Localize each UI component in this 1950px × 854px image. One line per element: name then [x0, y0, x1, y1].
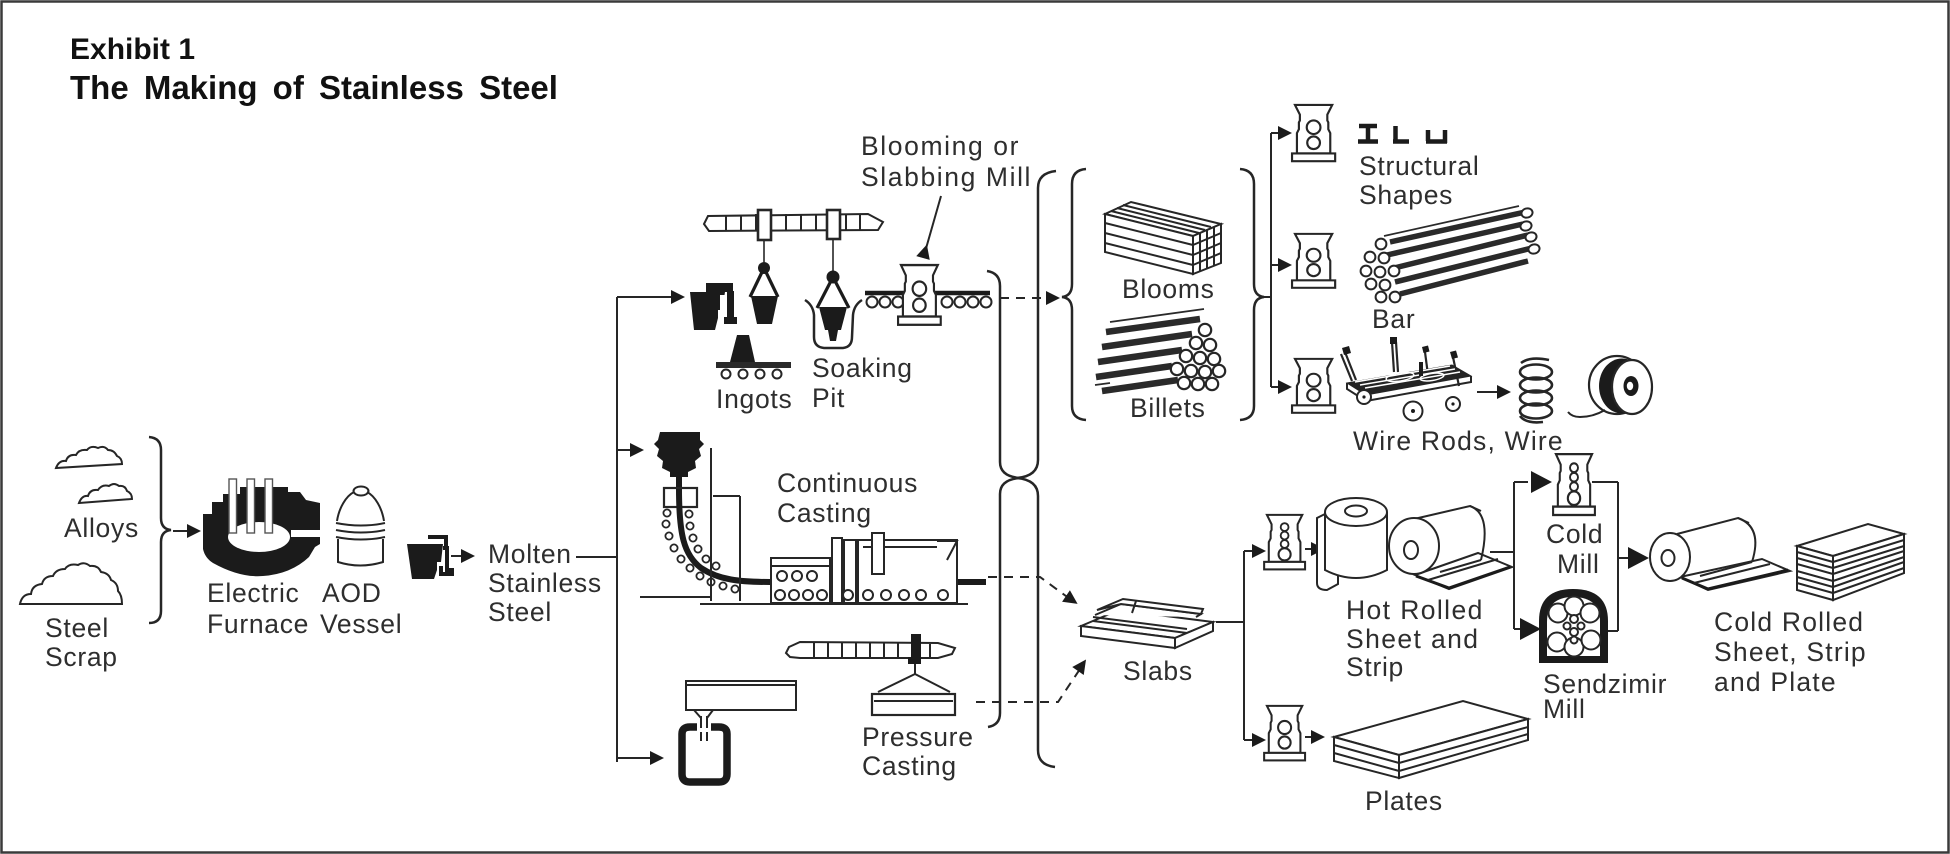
svg-text:Billets: Billets — [1130, 393, 1206, 423]
svg-text:Casting: Casting — [862, 751, 957, 781]
svg-text:Bar: Bar — [1372, 304, 1415, 334]
svg-text:Structural: Structural — [1359, 151, 1479, 181]
svg-text:Casting: Casting — [777, 498, 872, 528]
svg-text:Vessel: Vessel — [320, 609, 402, 639]
svg-text:and Plate: and Plate — [1714, 667, 1837, 697]
svg-text:Wire Rods, Wire: Wire Rods, Wire — [1353, 426, 1564, 456]
svg-text:Hot Rolled: Hot Rolled — [1346, 595, 1484, 625]
svg-text:Furnace: Furnace — [207, 609, 309, 639]
svg-text:Slabs: Slabs — [1123, 656, 1193, 686]
svg-text:Strip: Strip — [1346, 652, 1404, 682]
svg-text:Blooming or: Blooming or — [861, 131, 1020, 161]
svg-text:Cold Rolled: Cold Rolled — [1714, 607, 1864, 637]
svg-text:Pressure: Pressure — [862, 722, 974, 752]
svg-text:Soaking: Soaking — [812, 353, 913, 383]
svg-text:Sheet, Strip: Sheet, Strip — [1714, 637, 1867, 667]
svg-text:Scrap: Scrap — [45, 642, 118, 672]
svg-text:Mill: Mill — [1557, 549, 1600, 579]
svg-text:Cold: Cold — [1546, 519, 1603, 549]
svg-text:Electric: Electric — [207, 578, 299, 608]
svg-text:Plates: Plates — [1365, 786, 1443, 816]
svg-text:Molten: Molten — [488, 539, 572, 569]
svg-text:Stainless: Stainless — [488, 568, 602, 598]
svg-text:Ingots: Ingots — [716, 384, 792, 414]
svg-text:Alloys: Alloys — [64, 513, 139, 543]
svg-text:Pit: Pit — [812, 383, 845, 413]
svg-text:Mill: Mill — [1543, 694, 1586, 724]
svg-text:Continuous: Continuous — [777, 468, 918, 498]
svg-text:Shapes: Shapes — [1359, 180, 1453, 210]
svg-text:Steel: Steel — [45, 613, 109, 643]
svg-text:AOD: AOD — [322, 578, 382, 608]
svg-text:Exhibit 1: Exhibit 1 — [70, 33, 195, 66]
svg-text:Slabbing Mill: Slabbing Mill — [861, 162, 1032, 192]
svg-text:Sheet and: Sheet and — [1346, 624, 1479, 654]
svg-text:Blooms: Blooms — [1122, 274, 1215, 304]
svg-text:Steel: Steel — [488, 597, 552, 627]
svg-text:Sendzimir: Sendzimir — [1543, 669, 1667, 699]
svg-text:The Making of Stainless Steel: The Making of Stainless Steel — [70, 69, 558, 106]
